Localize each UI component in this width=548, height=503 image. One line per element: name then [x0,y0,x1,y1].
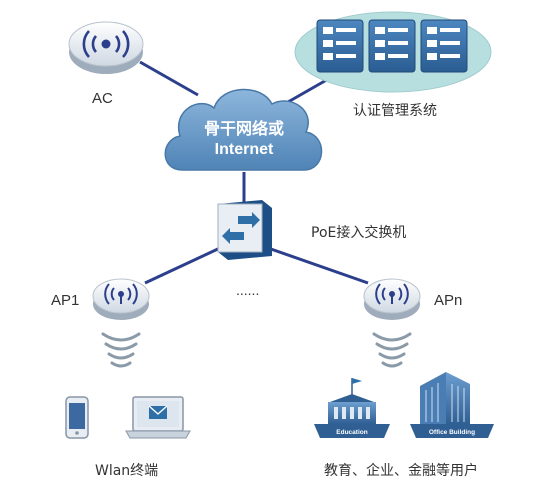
link-auth-cloud [287,76,331,104]
education-building-icon: Education [314,378,390,438]
ap1-label: AP1 [51,292,80,309]
office-building-icon: Office Building [410,372,494,438]
cloud-icon: 骨干网络或 Internet [164,88,323,171]
cloud-label-line2: Internet [215,141,274,158]
auth-server-group [294,11,492,93]
ac-device [68,21,144,74]
office-tag: Office Building [429,429,475,436]
ap1-device [92,278,150,320]
server-icon [368,19,416,73]
ac-signal-icon [82,30,130,58]
ac-label: AC [92,90,113,107]
server-icon [420,19,468,73]
ap1-antenna-icon [104,283,138,305]
apn-label: APn [434,292,463,309]
phone-icon [65,396,89,439]
switch-label: PoE接入交换机 [311,225,407,241]
server-icon [316,19,364,73]
link-ac-cloud [139,60,199,97]
apn-device [363,278,421,320]
link-lines [139,60,369,285]
link-switch-apn [267,246,369,285]
education-tag: Education [336,429,367,436]
cloud-label-line1: 骨干网络或 [204,119,284,138]
wifi-waves-icon [101,332,141,368]
auth-system-label: 认证管理系统 [353,103,437,119]
users-label: 教育、企业、金融等用户 [324,463,478,479]
switch-icon [217,200,272,260]
link-switch-ap1 [144,246,221,285]
apn-antenna-icon [375,283,409,305]
ellipsis-label: ...... [236,282,260,298]
laptop-icon [125,396,191,439]
wlan-terminal-label: Wlan终端 [95,463,159,479]
wifi-waves-icon [372,332,412,368]
